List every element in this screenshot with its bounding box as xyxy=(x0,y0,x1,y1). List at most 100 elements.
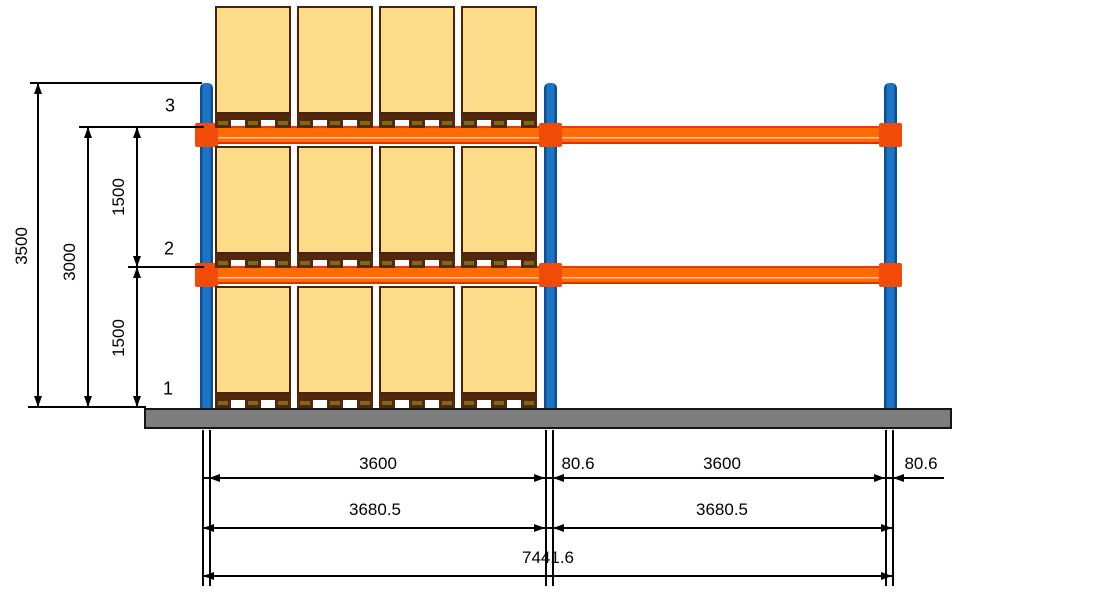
pallet-load xyxy=(461,146,537,268)
dim-line-3500 xyxy=(37,83,39,408)
dim-line-row2 xyxy=(202,527,893,529)
ext-line-post-top xyxy=(30,82,202,84)
floor-slab xyxy=(144,408,952,429)
dim-label-post1-width: 80.6 xyxy=(561,454,595,473)
arrowhead xyxy=(84,127,92,138)
pallet-foot xyxy=(379,120,395,128)
pallet-foot xyxy=(327,400,343,408)
pallet-foot xyxy=(297,120,313,128)
load-box xyxy=(215,146,291,254)
arrowhead xyxy=(133,127,141,138)
ext-line-post-right-a xyxy=(885,430,887,586)
arrowhead xyxy=(881,524,892,532)
load-box xyxy=(461,6,537,114)
load-box xyxy=(379,146,455,254)
load-box xyxy=(461,146,537,254)
arrowhead xyxy=(553,474,564,482)
pallet-deck xyxy=(297,254,373,260)
load-box xyxy=(297,6,373,114)
pallet-load xyxy=(379,146,455,268)
pallet-foot xyxy=(275,400,291,408)
pallet-foot xyxy=(491,120,507,128)
arrowhead xyxy=(534,524,545,532)
level-2-label: 2 xyxy=(163,238,175,259)
arrowhead xyxy=(203,572,214,580)
level-1-label: 1 xyxy=(162,378,174,399)
load-box xyxy=(461,286,537,394)
arrowhead xyxy=(203,524,214,532)
pallet-deck xyxy=(379,254,455,260)
pallet-foot xyxy=(245,120,261,128)
pallet-foot xyxy=(461,260,477,268)
dim-label-bay2-clear: 3600 xyxy=(703,454,741,473)
pallet-foot xyxy=(379,400,395,408)
level-3-label: 3 xyxy=(164,95,176,116)
arrowhead xyxy=(133,396,141,407)
pallet-load xyxy=(297,146,373,268)
arrowhead xyxy=(553,524,564,532)
load-box xyxy=(379,6,455,114)
pallet-foot xyxy=(275,120,291,128)
pallet-deck xyxy=(297,114,373,120)
dim-label-bay1-pitch: 3680.5 xyxy=(349,500,401,519)
arrowhead xyxy=(881,572,892,580)
dim-label-spacing-lower: 1500 xyxy=(109,319,128,357)
pallet-foot xyxy=(245,260,261,268)
pallet-deck xyxy=(461,254,537,260)
ext-line-post-right-b xyxy=(892,430,894,586)
pallet-foot xyxy=(215,120,231,128)
pallet-load xyxy=(215,286,291,408)
dim-line-3000 xyxy=(87,127,89,408)
arrowhead xyxy=(534,474,545,482)
pallet-foot xyxy=(357,260,373,268)
dim-label-height-3000: 3000 xyxy=(60,243,79,281)
pallet-foot xyxy=(297,400,313,408)
dim-label-overall-length: 7441.6 xyxy=(522,548,574,567)
pallet-foot xyxy=(521,120,537,128)
dim-label-bay1-clear: 3600 xyxy=(359,454,397,473)
dim-label-bay2-pitch: 3680.5 xyxy=(696,500,748,519)
pallet-load xyxy=(461,286,537,408)
pallet-foot xyxy=(357,400,373,408)
pallet-foot xyxy=(275,260,291,268)
pallet-foot xyxy=(439,400,455,408)
pallet-foot xyxy=(409,400,425,408)
pallet-foot xyxy=(215,400,231,408)
pallet-load xyxy=(215,6,291,128)
pallet-foot xyxy=(521,400,537,408)
beam-connector xyxy=(879,263,902,287)
pallet-load xyxy=(297,286,373,408)
pallet-deck xyxy=(461,114,537,120)
beam-connector xyxy=(539,263,562,287)
pallet-foot xyxy=(521,260,537,268)
load-box xyxy=(379,286,455,394)
pallet-deck xyxy=(297,394,373,400)
beam-connector xyxy=(539,123,562,147)
ext-line-post-left-a xyxy=(202,430,204,586)
upright-post-right xyxy=(884,83,897,408)
dim-line-row1 xyxy=(202,477,944,479)
pallet-foot xyxy=(409,260,425,268)
pallet-foot xyxy=(461,400,477,408)
dim-label-total-height: 3500 xyxy=(12,227,31,265)
pallet-foot xyxy=(439,120,455,128)
pallet-load xyxy=(379,286,455,408)
upright-post-left xyxy=(200,83,213,408)
arrowhead xyxy=(893,474,904,482)
pallet-foot xyxy=(461,120,477,128)
pallet-load xyxy=(379,6,455,128)
pallet-load xyxy=(215,146,291,268)
ext-line-post-middle-b xyxy=(552,430,554,586)
load-box xyxy=(297,286,373,394)
ext-line-floor xyxy=(28,406,146,408)
load-box xyxy=(215,6,291,114)
load-box xyxy=(215,286,291,394)
pallet-deck xyxy=(215,254,291,260)
pallet-foot xyxy=(297,260,313,268)
pallet-deck xyxy=(379,394,455,400)
pallet-foot xyxy=(439,260,455,268)
ext-line-level3 xyxy=(79,126,204,128)
arrowhead xyxy=(133,267,141,278)
pallet-deck xyxy=(215,114,291,120)
dim-label-spacing-upper: 1500 xyxy=(109,178,128,216)
